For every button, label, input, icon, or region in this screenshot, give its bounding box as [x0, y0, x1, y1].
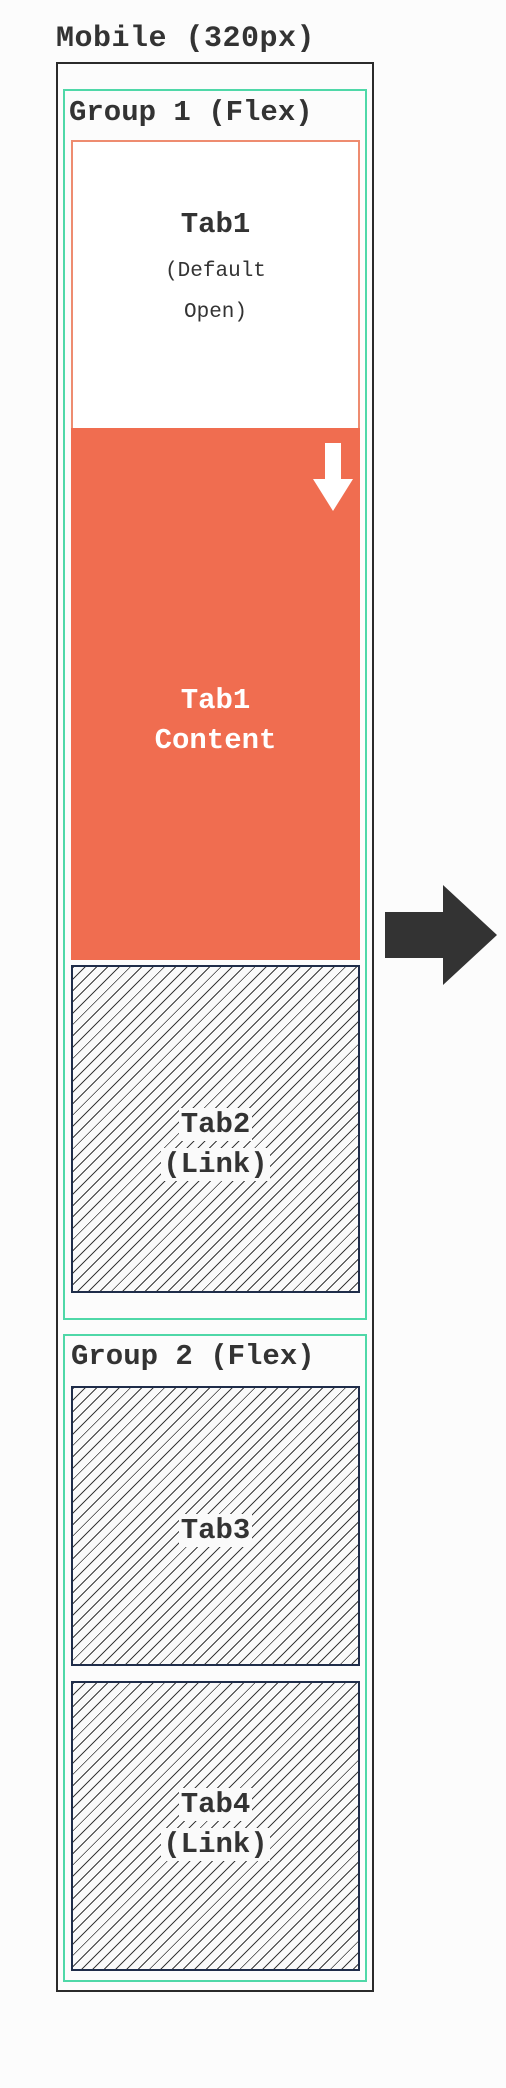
tab-4-link[interactable] [71, 1681, 360, 1971]
diagram-title: Mobile (320px) [56, 22, 316, 56]
tab-2-label-line1: Tab2 [178, 1108, 253, 1141]
tab-4-label-line1: Tab4 [178, 1788, 253, 1821]
tab-3-label: Tab3 [178, 1514, 253, 1547]
group-2-label: Group 2 (Flex) [71, 1340, 315, 1373]
down-arrow-icon [313, 443, 353, 511]
tab-1-sublabel-line2: Open) [183, 301, 247, 324]
tab-1-header[interactable] [71, 140, 360, 430]
tab-2-label-line2: (Link) [161, 1148, 270, 1181]
tab-1-content-label-line2: Content [154, 724, 277, 757]
tab-4-label-line2: (Link) [161, 1828, 270, 1861]
tab-1-label: Tab1 [180, 208, 251, 241]
tab-1-content-label-line1: Tab1 [180, 684, 251, 717]
tab-1-content-panel [71, 428, 360, 960]
tab-1-sublabel-line1: (Default [165, 260, 266, 283]
group-1-label: Group 1 (Flex) [69, 96, 313, 129]
right-arrow-icon [385, 885, 497, 985]
